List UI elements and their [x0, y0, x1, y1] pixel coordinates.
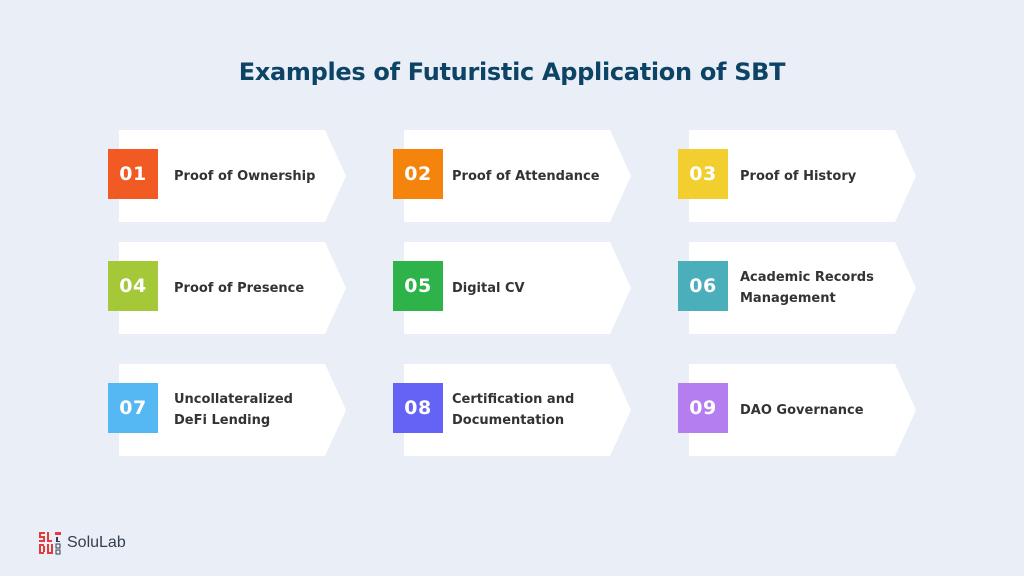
card-label: Proof of Presence: [174, 280, 305, 296]
number-badge: 03: [678, 149, 728, 199]
card-item-05: 05 Digital CV: [393, 242, 631, 334]
card-label: Proof of Ownership: [174, 168, 316, 184]
card-label: Proof of Attendance: [452, 168, 600, 184]
number-badge: 04: [108, 261, 158, 311]
card-label: Uncollateralized DeFi Lending: [174, 392, 293, 428]
card-label: Certification and Documentation: [452, 392, 575, 428]
card-item-07: 07 Uncollateralized DeFi Lending: [108, 364, 346, 456]
solulab-logo: SoluLab: [38, 531, 126, 555]
card-label: Digital CV: [452, 280, 525, 296]
number-badge: 05: [393, 261, 443, 311]
number-badge: 06: [678, 261, 728, 311]
number-badge: 09: [678, 383, 728, 433]
card-label: DAO Governance: [740, 402, 864, 418]
number-badge: 08: [393, 383, 443, 433]
solulab-logo-icon: [38, 531, 62, 555]
page-title: Examples of Futuristic Application of SB…: [238, 58, 786, 86]
card-item-01: 01 Proof of Ownership: [108, 130, 346, 222]
card-item-04: 04 Proof of Presence: [108, 242, 346, 334]
card-item-02: 02 Proof of Attendance: [393, 130, 631, 222]
number-badge: 07: [108, 383, 158, 433]
logo-text: SoluLab: [67, 534, 126, 551]
number-badge: 01: [108, 149, 158, 199]
number-badge: 02: [393, 149, 443, 199]
card-item-03: 03 Proof of History: [678, 130, 916, 222]
card-label: Proof of History: [740, 168, 857, 184]
card-item-08: 08 Certification and Documentation: [393, 364, 631, 456]
card-item-09: 09 DAO Governance: [678, 364, 916, 456]
card-item-06: 06 Academic Records Management: [678, 242, 916, 334]
card-label: Academic Records Management: [740, 270, 874, 306]
